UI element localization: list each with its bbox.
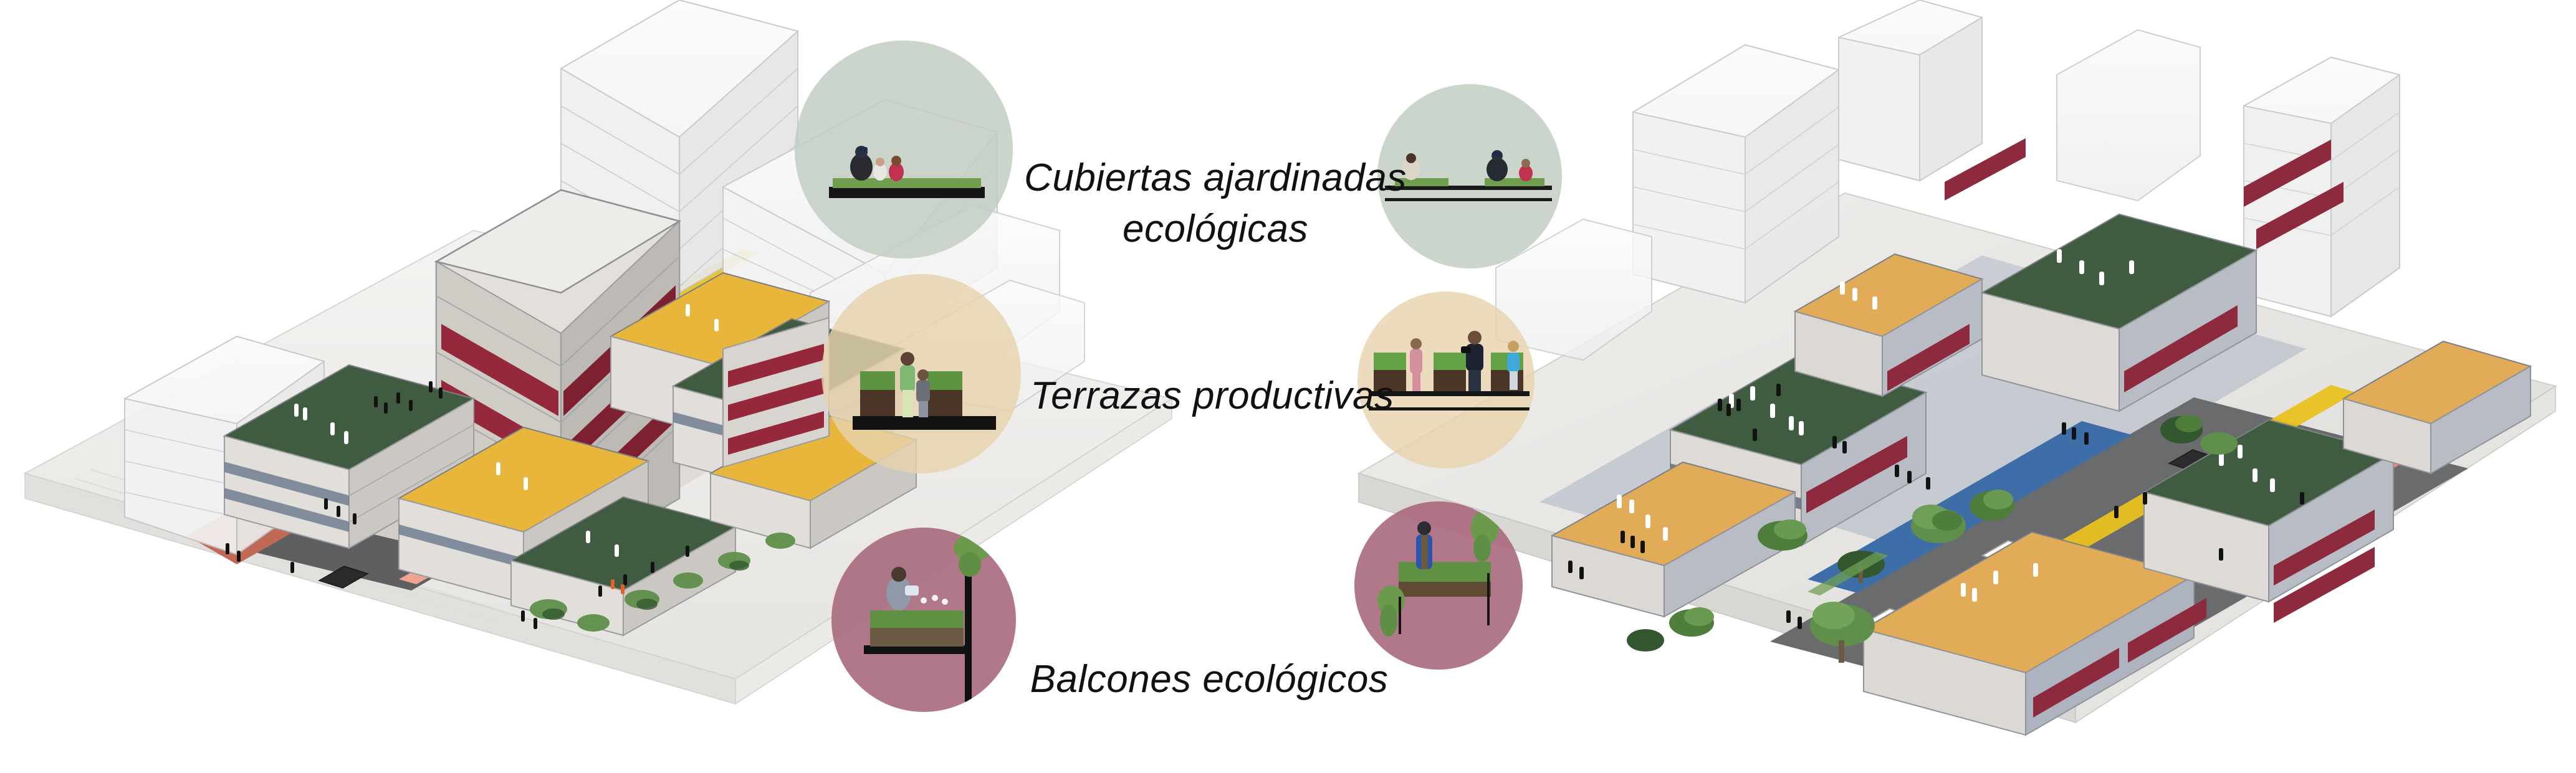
roof-figure <box>1961 563 2038 602</box>
roof-figure <box>2219 445 2275 492</box>
callout-label-balcones: Balcones ecológicos <box>1030 658 1389 701</box>
productive-terrace-vignette <box>853 352 996 430</box>
hanging-plant <box>1377 586 1405 637</box>
crimson-balcony <box>1806 436 1907 513</box>
left-pedestrians <box>226 381 689 629</box>
callout-label-terrazas: Terrazas productivas <box>1030 374 1394 417</box>
left-vegetation <box>530 533 795 632</box>
roof-figure <box>294 404 348 444</box>
person-figure <box>889 156 904 181</box>
right-block-greenroof-se <box>2142 419 2395 623</box>
person-figure <box>1410 338 1422 391</box>
person-figure <box>1402 153 1420 180</box>
palm-tree <box>2200 432 2238 455</box>
left-crimson-stack-e <box>722 316 830 468</box>
roof-figure <box>496 462 528 490</box>
eco-balcony-vignette <box>864 528 991 709</box>
person-figure <box>900 352 915 417</box>
right-vegetation <box>1627 415 2238 663</box>
productive-terrace-vignette <box>1369 331 1530 410</box>
right-crimson-stack <box>1945 138 2344 249</box>
right-pedestrians <box>1568 384 2304 629</box>
callout-label-cubiertas: Cubiertas ajardinadas ecológicas <box>1024 156 1407 250</box>
right-block-amber-w <box>1550 461 1797 618</box>
right-block-amber-e <box>2342 340 2532 475</box>
person-figure <box>1461 331 1483 391</box>
left-block-greenroof-nw <box>223 364 476 549</box>
flower <box>921 595 948 605</box>
tree <box>2160 415 2203 443</box>
person-figure <box>916 369 930 417</box>
left-pedestrian-accent <box>611 579 625 594</box>
tree <box>1911 505 1966 543</box>
person-figure <box>850 146 873 181</box>
crimson-balcony <box>2033 598 2206 718</box>
roof-figure <box>686 304 719 331</box>
callout-circle-terrazas <box>821 274 1021 473</box>
tree <box>1669 607 1714 637</box>
tree <box>1970 490 2014 521</box>
green-roof-vignette <box>1385 150 1552 201</box>
person-figure <box>1416 521 1432 569</box>
tree <box>1810 602 1875 663</box>
tower-roof <box>434 189 682 294</box>
callout-circle-cubiertas-right <box>1377 84 1562 268</box>
crimson-balcony <box>2124 305 2238 392</box>
roof-figure <box>2057 249 2134 285</box>
vehicle <box>318 566 369 589</box>
planter-box <box>1434 353 1466 391</box>
person-figure <box>873 158 887 181</box>
roof-figure <box>1617 495 1668 541</box>
bus-lane <box>1808 421 2132 593</box>
right-block-greenroof-ne <box>1980 213 2258 412</box>
green-roof-vignette <box>829 146 985 198</box>
planting-strip <box>1808 552 1889 595</box>
palm-tree <box>1627 629 1664 652</box>
person-figure <box>886 567 919 610</box>
person-figure <box>1519 159 1533 181</box>
callout-circle-balcones-right <box>1354 501 1523 670</box>
right-scheme <box>1357 0 2557 736</box>
person-figure <box>1507 341 1520 390</box>
planter-box <box>1374 353 1406 391</box>
planter-box <box>860 371 895 416</box>
planter-box <box>870 610 964 647</box>
crimson-balcony <box>2274 510 2375 623</box>
callout-circle-terrazas-right <box>1357 292 1535 468</box>
roof-figure <box>1840 282 1877 310</box>
callout-circle-balcones <box>831 528 1016 712</box>
eco-balcony-vignette <box>1377 511 1498 637</box>
roof-figure <box>586 531 619 557</box>
planter-box <box>927 371 962 416</box>
callout-circle-cubiertas <box>795 40 1013 258</box>
right-block-amber-center <box>1862 531 2206 736</box>
planter-box <box>1399 562 1491 597</box>
right-block-amber-n <box>1793 253 1984 397</box>
person-figure <box>1487 150 1508 181</box>
crimson-balcony <box>1887 324 1970 391</box>
tree <box>1758 519 1808 551</box>
